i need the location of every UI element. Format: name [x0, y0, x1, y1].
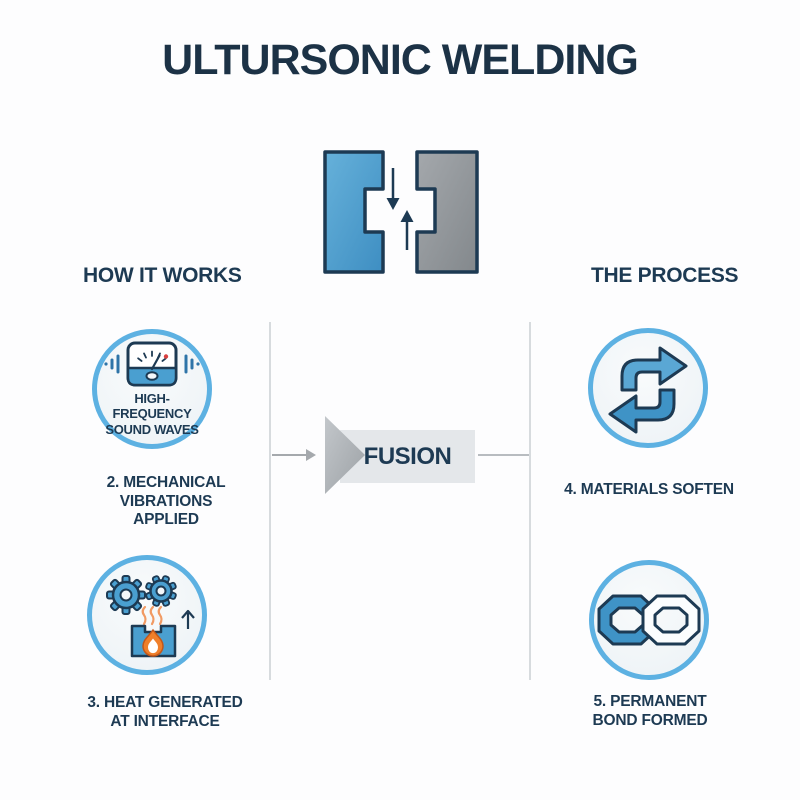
flow-arrow-icon	[272, 449, 316, 461]
materials-swap-arrows-icon	[608, 346, 688, 434]
badge-permanent-bond	[589, 560, 709, 680]
badge-materials-soften	[588, 328, 708, 448]
heat-waves-icon	[141, 605, 163, 626]
step-3-label: 3. HEAT GENERATED AT INTERFACE	[87, 694, 243, 730]
fusion-label: FUSION	[363, 442, 452, 470]
how-it-works-heading: HOW IT WORKS	[83, 264, 242, 287]
left-divider-line	[269, 322, 271, 680]
rise-arrow-icon	[181, 609, 195, 629]
interlocking-weld-blocks-icon	[323, 150, 479, 274]
step-2-label: 2. MECHANICAL VIBRATIONS APPLIED	[106, 474, 226, 529]
gears-heat-flame-icon	[106, 575, 195, 658]
badge-sound-waves-label: HIGH-FREQUENCY SOUND WAVES	[105, 391, 199, 437]
the-process-heading: THE PROCESS	[591, 264, 739, 287]
press-up-arrow-icon	[400, 210, 414, 250]
gear-icon	[106, 575, 146, 615]
chain-link-white	[641, 594, 701, 646]
gear-icon	[145, 575, 177, 607]
page-title: ULTURSONIC WELDING	[162, 36, 639, 84]
permanent-bond-links-icon	[597, 594, 701, 646]
gray-part	[415, 150, 479, 274]
fusion-exit-line	[478, 454, 529, 456]
fusion-big-arrow-icon	[325, 416, 365, 494]
blue-part	[323, 150, 385, 274]
right-divider-line	[529, 322, 531, 680]
flame-icon	[142, 628, 164, 657]
step-5-label: 5. PERMANENT BOND FORMED	[592, 693, 708, 729]
high-frequency-meter-icon	[104, 341, 200, 387]
press-down-arrow-icon	[386, 168, 400, 210]
step-4-label: 4. MATERIALS SOFTEN	[564, 481, 734, 498]
badge-sound-waves: HIGH-FREQUENCY SOUND WAVES	[92, 329, 212, 449]
badge-heat-generated	[87, 555, 207, 675]
chain-link-blue	[597, 594, 657, 646]
